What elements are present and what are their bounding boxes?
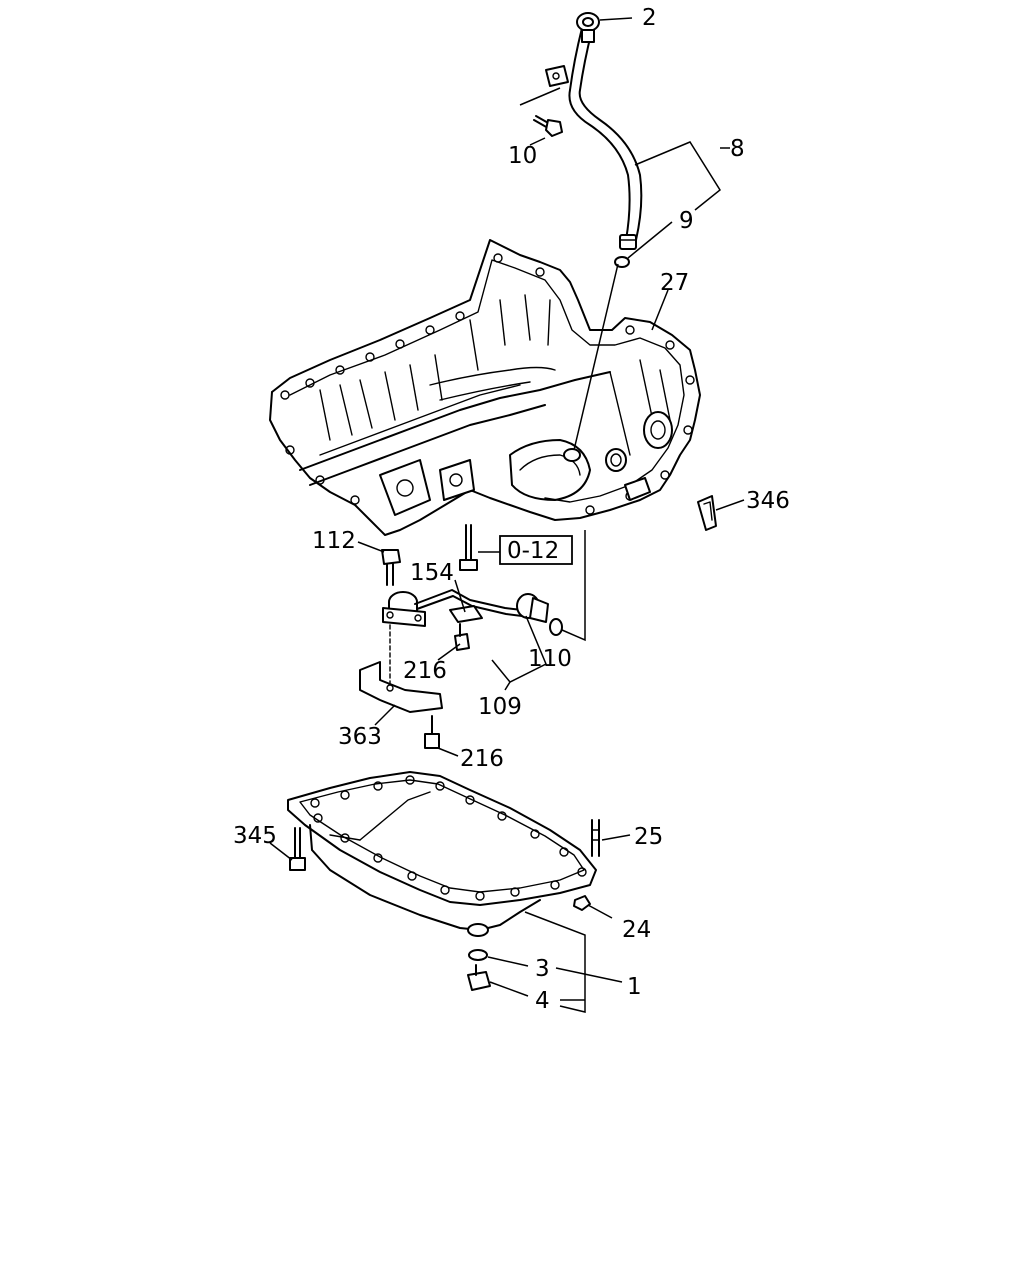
nut-24 xyxy=(573,895,591,911)
bolt-112 xyxy=(381,549,401,586)
gasket-3 xyxy=(468,949,488,961)
callout-216-upper: 216 xyxy=(403,658,447,684)
callout-363: 363 xyxy=(338,724,382,750)
dipstick-guide-line xyxy=(573,263,619,451)
sensor-connector xyxy=(516,593,549,623)
callout-112: 112 xyxy=(312,528,356,554)
callout-24: 24 xyxy=(622,917,651,943)
bolt-345 xyxy=(289,827,306,871)
dipstick-tube xyxy=(568,27,643,250)
callout-216-lower: 216 xyxy=(460,746,504,772)
callout-345: 345 xyxy=(233,823,277,849)
bracket-bolt xyxy=(533,115,563,137)
bolt-216-lower xyxy=(424,715,440,749)
callout-25: 25 xyxy=(634,824,663,850)
callout-154: 154 xyxy=(410,560,454,586)
tube-bracket xyxy=(545,65,569,87)
callout-346: 346 xyxy=(746,488,790,514)
stud-bolt xyxy=(459,524,478,571)
harness-bracket-154 xyxy=(449,605,483,623)
reference-box xyxy=(499,535,573,565)
callout-109: 109 xyxy=(478,694,522,720)
o-ring-9 xyxy=(614,256,630,268)
leader-lines xyxy=(269,17,745,1013)
callout-2: 2 xyxy=(642,5,657,31)
reference-box-label: 0-12 xyxy=(507,538,559,564)
o-ring-110 xyxy=(549,618,563,636)
oil-level-sensor xyxy=(382,591,426,627)
callout-8: 8 xyxy=(730,136,745,162)
callout-1: 1 xyxy=(627,974,642,1000)
oil-pan-upper-housing xyxy=(269,239,701,536)
oil-pan-lower xyxy=(287,771,597,937)
callout-9: 9 xyxy=(679,208,694,234)
callout-4: 4 xyxy=(535,988,550,1014)
clip-346 xyxy=(697,495,717,531)
callout-3: 3 xyxy=(535,956,550,982)
dipstick-handle xyxy=(576,12,600,43)
callout-110: 110 xyxy=(528,646,572,672)
bracket-363 xyxy=(359,624,443,713)
drain-plug-4 xyxy=(467,964,491,991)
callout-27: 27 xyxy=(660,270,689,296)
callout-10: 10 xyxy=(508,143,537,169)
stud-25 xyxy=(591,819,600,857)
